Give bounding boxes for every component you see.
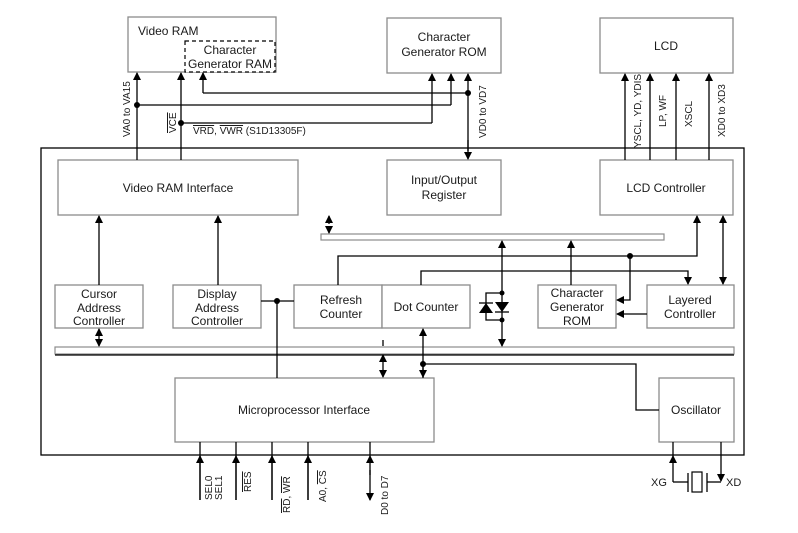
layered-controller-block: Layered Controller: [646, 284, 735, 329]
cg-rom-internal-block: Character Generator ROM: [537, 284, 617, 329]
crystal-icon: [673, 471, 721, 493]
diode-top-junction: [499, 290, 505, 296]
cg-rom-int-label-2: Generator: [550, 300, 604, 314]
lcd-controller-label: LCD Controller: [626, 181, 705, 195]
cursor-addr-label-1: Cursor: [81, 287, 117, 301]
cg-ram-label-1: Character: [204, 43, 257, 57]
vram-interface-label: Video RAM Interface: [123, 181, 234, 195]
oscillator-label: Oscillator: [671, 403, 721, 417]
cg-rom-ext-label-1: Character: [418, 30, 471, 44]
refresh-counter-label-1: Refresh: [320, 293, 362, 307]
chip-boundary: [40, 147, 745, 456]
cg-ram-label-2: Generator RAM: [188, 57, 272, 71]
mpu-interface-block: Microprocessor Interface: [174, 377, 435, 443]
vrd-vwr-signal-label: VRD, VWR (S1D13305F): [193, 126, 306, 137]
xd-signal-label: XD0 to XD3: [717, 84, 728, 137]
layered-controller-label-2: Controller: [664, 307, 716, 321]
cursor-address-controller-block: Cursor Address Controller: [54, 284, 144, 329]
vram-interface-block: Video RAM Interface: [57, 159, 299, 216]
res-signal-label: RES: [243, 471, 254, 492]
io-register-block: Input/Output Register: [386, 159, 502, 216]
video-ram-label: Video RAM: [138, 24, 198, 38]
rdwr-signal-label: RD, WR: [282, 476, 293, 513]
oscillator-block: Oscillator: [658, 377, 735, 443]
display-addr-label-3: Controller: [191, 314, 243, 328]
va-junction: [134, 102, 140, 108]
cursor-addr-label-3: Controller: [73, 314, 125, 328]
lcd-label: LCD: [654, 39, 678, 53]
diode-icon: [479, 302, 509, 313]
sel1-signal-label: SEL1: [214, 475, 225, 500]
cg-rom-external-block: Character Generator ROM: [386, 17, 502, 74]
io-register-label-2: Register: [422, 188, 467, 202]
refresh-to-lcdc-line: [337, 215, 701, 285]
yscl-signal-label: YSCL, YD, YDIS: [633, 74, 644, 148]
dot-counter-label: Dot Counter: [394, 300, 459, 314]
dot-to-layered-line: [420, 270, 692, 285]
upper-bus: [320, 233, 665, 241]
xg-signal-label: XG: [651, 477, 667, 489]
display-addr-label-1: Display: [197, 287, 236, 301]
mpu-interface-label: Microprocessor Interface: [238, 403, 370, 417]
osc-to-mpu-line: [423, 363, 659, 411]
cg-ram-block: Character Generator RAM: [184, 40, 276, 73]
lcd-controller-block: LCD Controller: [599, 159, 734, 216]
junction-to-cgrom-line: [616, 256, 631, 304]
vce-signal-label: VCE: [168, 112, 179, 133]
display-address-controller-block: Display Address Controller: [172, 284, 262, 329]
layered-controller-label-1: Layered: [668, 293, 711, 307]
display-addr-label-2: Address: [195, 301, 239, 315]
a0cs-signal-label: A0, CS: [318, 470, 329, 502]
dot-counter-block: Dot Counter: [381, 284, 471, 329]
vce-junction: [178, 120, 184, 126]
cg-rom-ext-label-2: Generator ROM: [401, 45, 486, 59]
d0d7-signal-label: D0 to D7: [380, 475, 391, 515]
lcd-block: LCD: [599, 17, 734, 74]
lpwf-signal-label: LP, WF: [658, 95, 669, 127]
xd-osc-signal-label: XD: [726, 477, 741, 489]
cursor-addr-label-2: Address: [77, 301, 121, 315]
xscl-signal-label: XSCL: [684, 100, 695, 127]
cg-rom-int-label-3: ROM: [563, 314, 591, 328]
refresh-counter-label-2: Counter: [320, 307, 363, 321]
io-register-label-1: Input/Output: [411, 173, 478, 187]
cg-rom-int-label-1: Character: [551, 286, 604, 300]
va-signal-label: VA0 to VA15: [122, 81, 133, 137]
diode-bottom-junction: [499, 317, 505, 323]
vd-signal-label: VD0 to VD7: [478, 85, 489, 138]
lower-bus: [54, 346, 735, 355]
vd-junction: [465, 90, 471, 96]
refresh-counter-block: Refresh Counter: [293, 284, 383, 329]
sel0-signal-label: SEL0: [204, 475, 215, 500]
